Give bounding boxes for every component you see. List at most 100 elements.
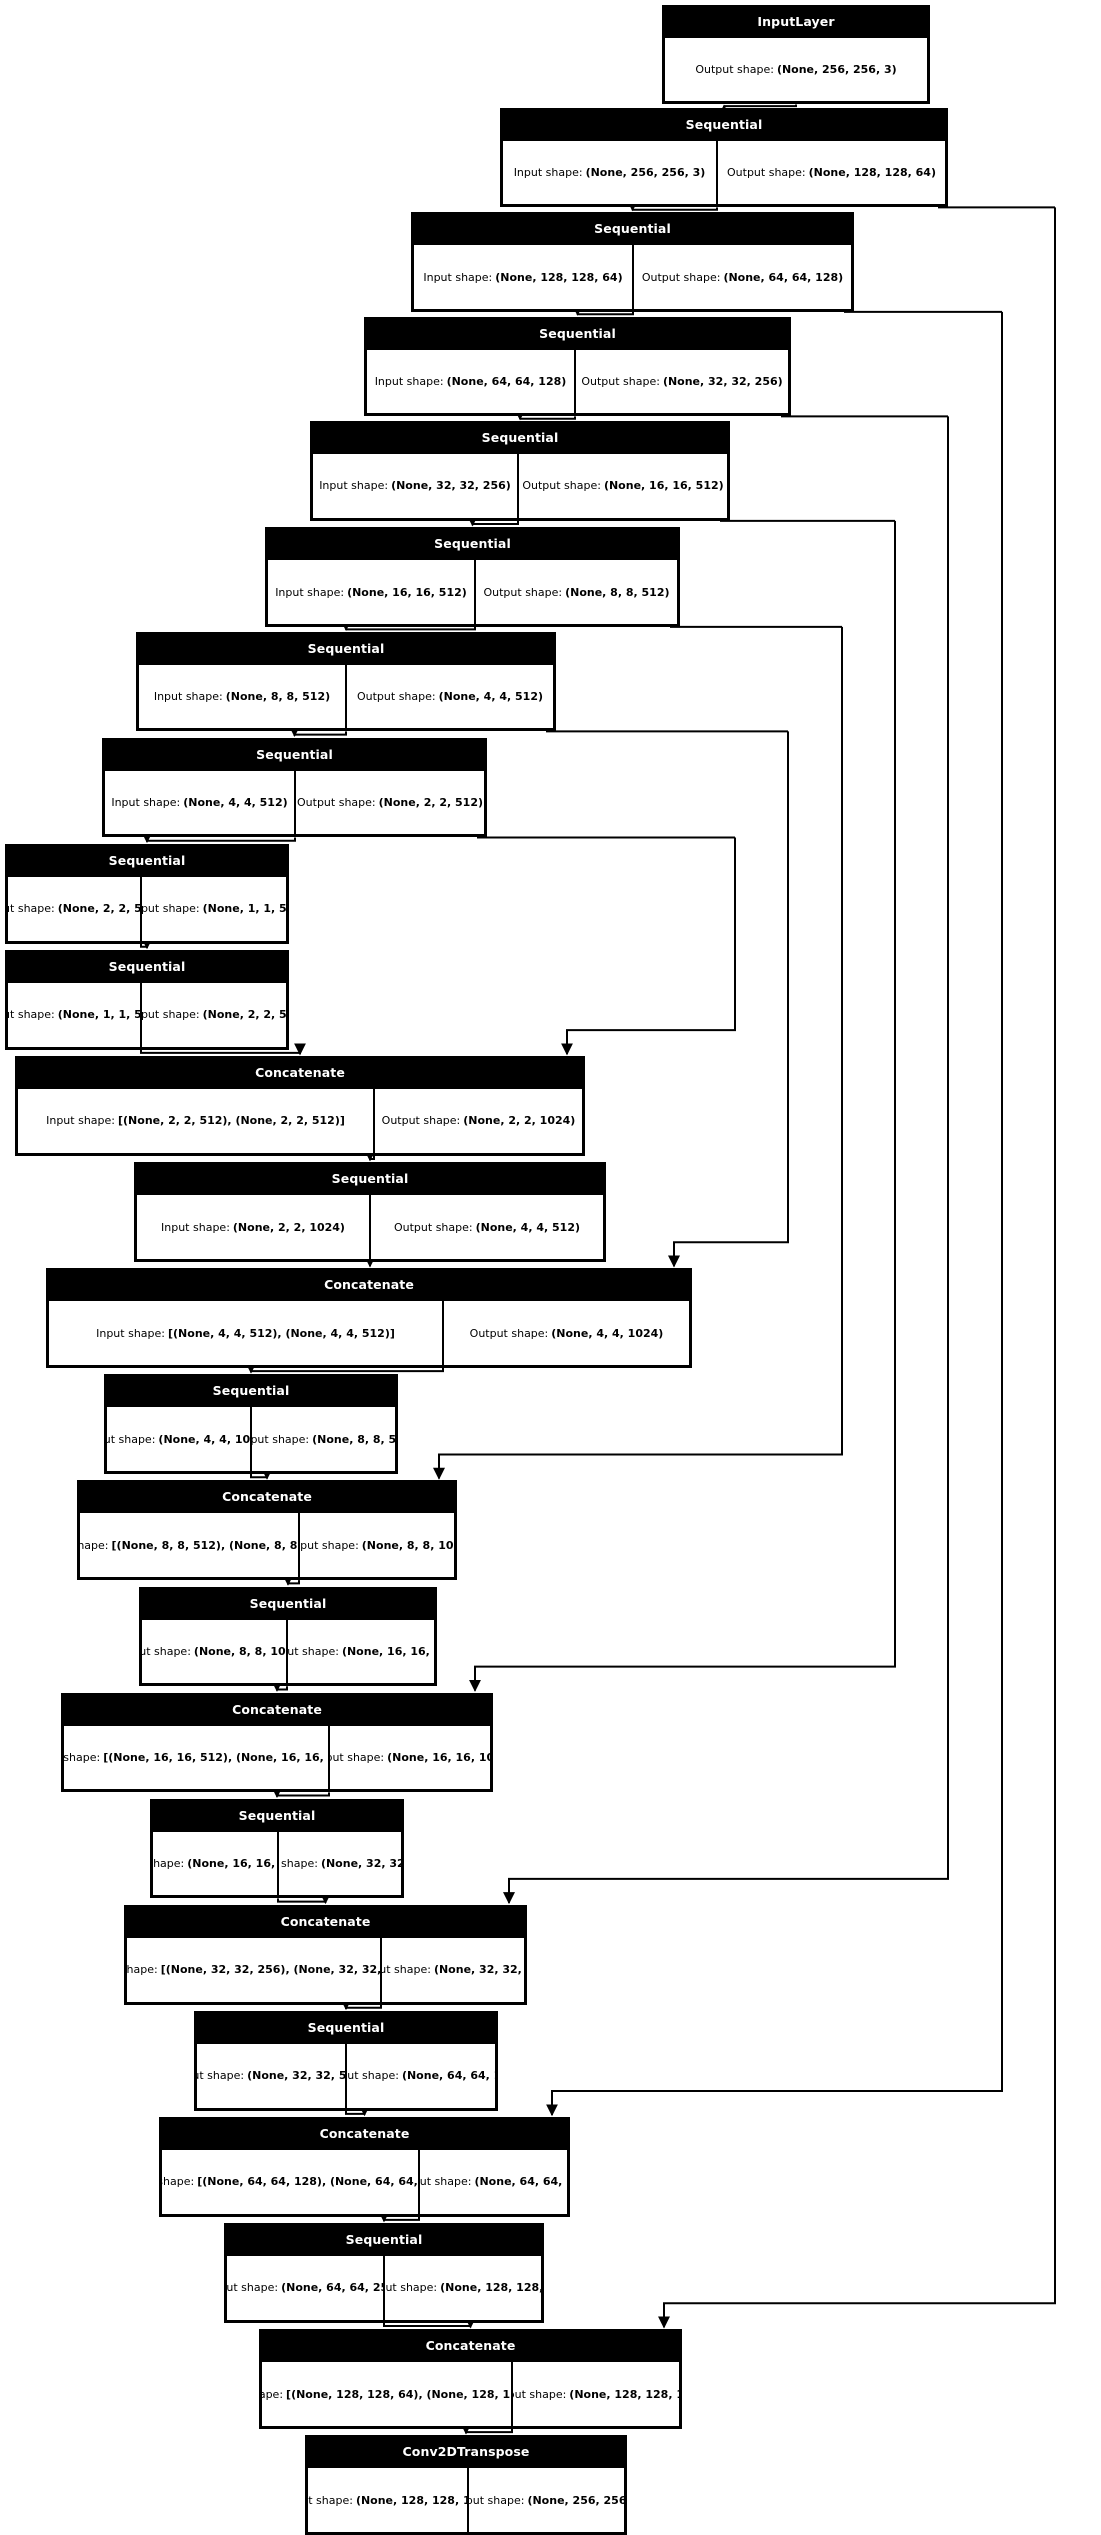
node-shapes-concat_7: Input shape:[(None, 128, 128, 64), (None… xyxy=(261,2361,680,2427)
edge xyxy=(288,725,347,738)
output-shape-value: (None, 16, 16, 1024) xyxy=(387,1751,490,1764)
output-shape-cell-seq_7: Output shape:(None, 2, 2, 512) xyxy=(295,769,485,836)
node-title-concat_3: Concatenate xyxy=(79,1482,455,1513)
output-shape-cell-seq_10: Output shape:(None, 4, 4, 512) xyxy=(370,1194,604,1260)
input-shape-label: Input shape: xyxy=(319,479,389,493)
input-shape-label: Input shape: xyxy=(96,1326,165,1340)
edge xyxy=(460,2422,513,2435)
input-shape-value: (None, 128, 128, 128) xyxy=(355,2493,467,2507)
node-shapes-concat_1: Input shape:[(None, 2, 2, 512), (None, 2… xyxy=(17,1088,583,1154)
input-shape-label: Input shape: xyxy=(162,2175,195,2189)
input-shape-value: [(None, 128, 128, 64), (None, 128, 128, … xyxy=(286,2387,511,2401)
input-shape-label: Input shape: xyxy=(513,166,583,180)
output-shape-label: Output shape: xyxy=(381,1114,461,1128)
input-shape-value: (None, 8, 8, 1024) xyxy=(193,1644,286,1658)
node-conv2d_transpose[interactable]: Conv2DTransposeInput shape:(None, 128, 1… xyxy=(305,2435,627,2535)
output-shape-value: (None, 16, 16, 512) xyxy=(341,1644,434,1658)
input-shape-cell-seq_2: Input shape:(None, 128, 128, 64) xyxy=(413,244,633,310)
node-shapes-seq_5: Input shape:(None, 16, 16, 512) Output sh… xyxy=(267,559,678,625)
input-shape-label: Input shape: xyxy=(111,796,181,810)
node-title-seq_2: Sequential xyxy=(413,214,852,245)
output-shape-label: Output shape: xyxy=(279,1857,318,1871)
input-shape-cell-concat_4: Input shape:[(None, 16, 16, 512), (None,… xyxy=(63,1724,329,1791)
node-shapes-concat_4: Input shape:[(None, 16, 16, 512), (None,… xyxy=(63,1724,491,1791)
output-shape-label: Output shape: xyxy=(141,902,200,916)
edge xyxy=(250,1467,273,1480)
output-shape-value: (None, 128, 128, 128) xyxy=(569,2387,679,2401)
output-shape-cell-seq_3: Output shape:(None, 32, 32, 256) xyxy=(575,348,789,415)
edge xyxy=(271,1679,288,1692)
input-shape-cell-concat_1: Input shape:[(None, 2, 2, 512), (None, 2… xyxy=(17,1088,374,1154)
output-shape-label: Output shape: xyxy=(330,1751,385,1764)
node-title-seq_5: Sequential xyxy=(267,529,678,560)
output-shape-label: Output shape: xyxy=(695,63,774,77)
input-shape-value: (None, 64, 64, 256) xyxy=(281,2281,383,2295)
input-shape-value: (None, 32, 32, 256) xyxy=(391,479,511,493)
output-shape-value: (None, 2, 2, 512) xyxy=(202,1008,287,1022)
node-shapes-concat_6: Input shape:[(None, 64, 64, 128), (None,… xyxy=(161,2149,568,2215)
node-title-seq_8: Sequential xyxy=(7,845,287,876)
input-shape-value: (None, 2, 2, 512) xyxy=(57,902,140,916)
input-shape-label: Input shape: xyxy=(308,2493,353,2507)
edge xyxy=(282,1573,300,1586)
output-shape-label: Output shape: xyxy=(727,166,806,180)
input-shape-cell-seq_1: Input shape:(None, 256, 256, 3) xyxy=(502,139,717,206)
node-shapes-concat_2: Input shape:[(None, 4, 4, 512), (None, 4… xyxy=(48,1300,690,1366)
node-shapes-input_layer: Output shape:(None, 256, 256, 3) xyxy=(664,36,928,103)
output-shape-value: (None, 256, 256, 3) xyxy=(776,63,897,77)
output-shape-label: Output shape: xyxy=(513,2387,567,2401)
output-shape-value: (None, 64, 64, 128) xyxy=(723,270,844,284)
output-shape-label: Output shape: xyxy=(522,479,601,493)
node-title-seq_12: Sequential xyxy=(141,1588,435,1619)
node-title-seq_10: Sequential xyxy=(136,1164,604,1195)
output-shape-value: (None, 4, 4, 1024) xyxy=(551,1326,664,1340)
input-shape-label: Input shape: xyxy=(374,375,444,388)
edge xyxy=(140,1043,306,1056)
input-shape-value: [(None, 16, 16, 512), (None, 16, 16, 512… xyxy=(103,1751,328,1764)
input-shape-cell-seq_5: Input shape:(None, 16, 16, 512) xyxy=(267,559,475,625)
output-shape-label: Output shape: xyxy=(300,1538,359,1552)
output-shape-label: Output shape: xyxy=(297,796,376,810)
node-shapes-seq_6: Input shape:(None, 8, 8, 512)Output shap… xyxy=(138,663,554,730)
edge xyxy=(340,1998,382,2011)
node-title-input_layer: InputLayer xyxy=(664,6,928,37)
input-shape-label: Input shape: xyxy=(80,1538,109,1552)
input-shape-cell-seq_11: Input shape:(None, 4, 4, 1024) xyxy=(106,1406,251,1473)
edge xyxy=(561,837,736,1056)
node-title-concat_5: Concatenate xyxy=(126,1906,525,1937)
node-shapes-seq_1: Input shape:(None, 256, 256, 3) Output sh… xyxy=(502,139,946,206)
edge xyxy=(503,416,949,1905)
input-shape-label: Input shape: xyxy=(107,1432,156,1446)
node-title-concat_7: Concatenate xyxy=(261,2331,680,2362)
output-shape-cell-seq_2: Output shape:(None, 64, 64, 128) xyxy=(633,244,852,310)
output-shape-value: (None, 32, 32, 256) xyxy=(662,375,783,388)
output-shape-label: Output shape: xyxy=(483,585,563,599)
input-shape-value: [(None, 2, 2, 512), (None, 2, 2, 512)] xyxy=(118,1114,345,1128)
node-shapes-seq_10: Input shape:(None, 2, 2, 1024)Output sha… xyxy=(136,1194,604,1260)
edge xyxy=(140,937,153,950)
output-shape-label: Output shape: xyxy=(347,2069,399,2083)
